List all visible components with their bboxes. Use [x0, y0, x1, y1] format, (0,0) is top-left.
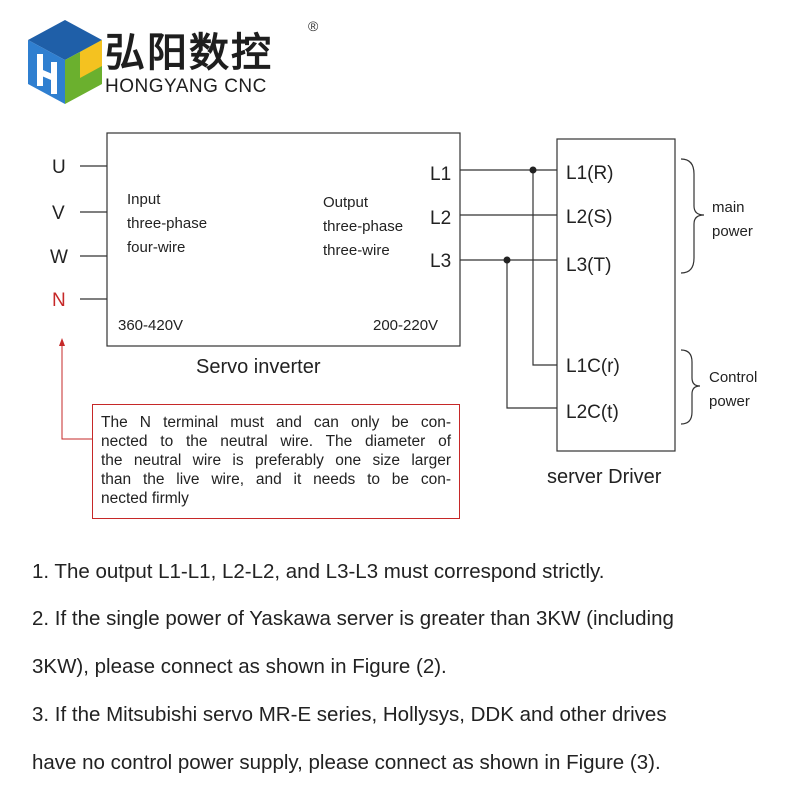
inverter-output-l2: L2 — [430, 208, 451, 229]
note-line: than the live wire, and it needs to be c… — [101, 471, 451, 488]
inverter-output-l1: L1 — [430, 164, 451, 185]
inverter-output-l3: L3 — [430, 251, 451, 272]
note-line: The N terminal must and can only be con- — [101, 414, 451, 431]
junction-l1 — [529, 166, 537, 174]
output-label-line-1: Output — [323, 194, 369, 211]
driver-caption: server Driver — [547, 466, 662, 488]
control-power-line-1: Control — [709, 369, 757, 386]
input-label-line-3: four-wire — [127, 239, 185, 256]
input-voltage: 360-420V — [118, 317, 183, 334]
input-label-line-2: three-phase — [127, 215, 207, 232]
instruction-3: 3. If the Mitsubishi servo MR-E series, … — [32, 703, 667, 726]
terminal-n: N — [52, 290, 66, 311]
hongyang-logo — [28, 20, 102, 104]
driver-terminal-l2-s: L2(S) — [566, 207, 612, 228]
inverter-caption: Servo inverter — [196, 356, 321, 378]
output-voltage: 200-220V — [373, 317, 438, 334]
instruction-2: 2. If the single power of Yaskawa server… — [32, 607, 674, 630]
terminal-u: U — [52, 157, 66, 178]
wire-l1c — [532, 170, 557, 366]
instruction-2-cont: 3KW), please connect as shown in Figure … — [32, 655, 447, 678]
driver-terminal-l1c-r: L1C(r) — [566, 356, 620, 377]
driver-terminal-l3-t: L3(T) — [566, 255, 611, 276]
terminal-v: V — [52, 203, 65, 224]
output-label-line-3: three-wire — [323, 242, 390, 259]
instruction-3-cont: have no control power supply, please con… — [32, 751, 661, 774]
output-label-line-2: three-phase — [323, 218, 403, 235]
brand-name-en: HONGYANG CNC — [105, 76, 267, 97]
driver-terminal-l1-r: L1(R) — [566, 163, 614, 184]
note-line: nected firmly — [101, 490, 189, 507]
instruction-1: 1. The output L1-L1, L2-L2, and L3-L3 mu… — [32, 560, 605, 583]
registered-mark: ® — [308, 18, 319, 34]
junction-l3 — [503, 256, 511, 264]
brand-name-cn: 弘阳数控 — [105, 30, 273, 76]
neutral-arrow — [61, 345, 92, 440]
main-power-line-1: main — [712, 199, 745, 216]
terminal-w: W — [50, 247, 68, 268]
control-power-line-2: power — [709, 393, 750, 410]
neutral-arrowhead — [59, 338, 65, 346]
wiring-diagram: U V W N Input three-phase four-wire Outp… — [50, 132, 757, 488]
inverter-box — [106, 132, 461, 347]
driver-box — [556, 138, 676, 452]
control-power-brace — [680, 349, 701, 425]
wire-l2c — [506, 260, 557, 409]
note-line: nected to the neutral wire. The diameter… — [101, 433, 451, 450]
main-power-line-2: power — [712, 223, 753, 240]
driver-terminal-l2c-t: L2C(t) — [566, 402, 619, 423]
input-label-line-1: Input — [127, 191, 161, 208]
note-line: the neutral wire is preferably one size … — [101, 452, 451, 469]
logo-h-mark — [37, 54, 57, 94]
main-power-brace — [680, 158, 705, 274]
neutral-wire-note: The N terminal must and can only be con-… — [92, 404, 460, 519]
logo-accent — [80, 40, 102, 78]
